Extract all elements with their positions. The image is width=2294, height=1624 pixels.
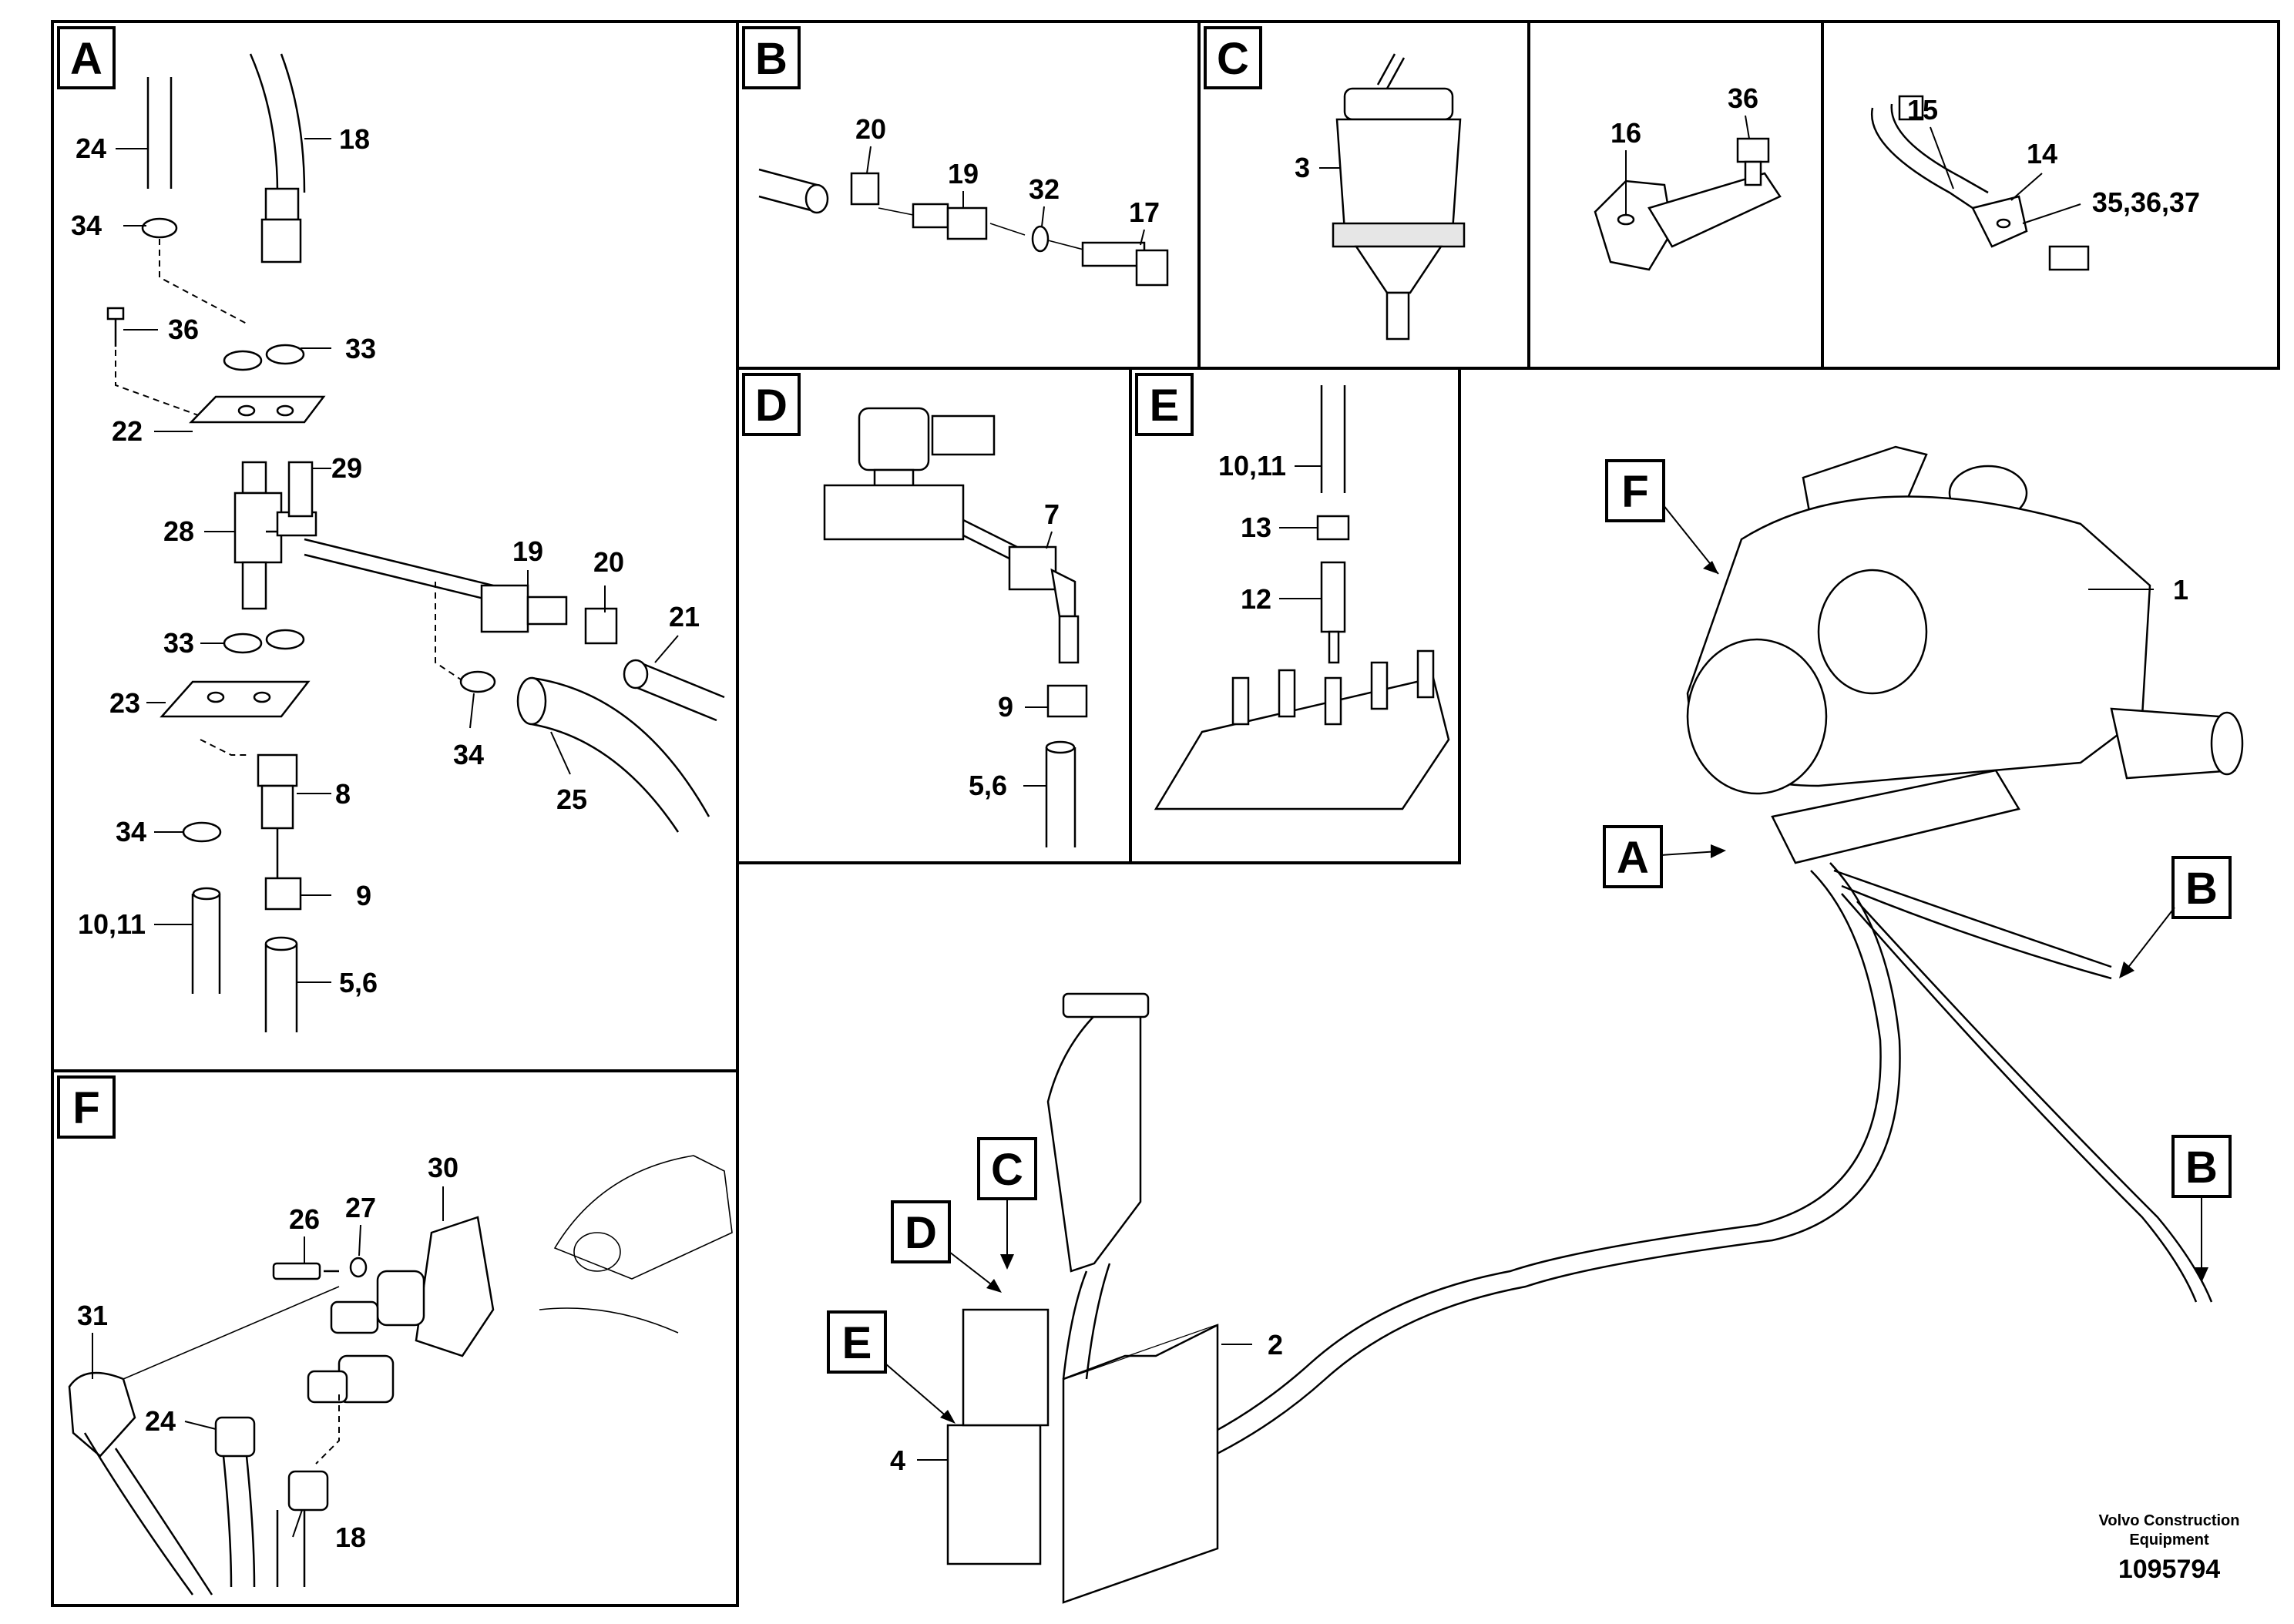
panel-b-letter: B	[755, 34, 788, 84]
panel-e-drawing	[1154, 385, 1450, 810]
panel-c2-drawing	[1594, 137, 1782, 271]
callout-a-9: 9	[356, 880, 371, 911]
panel-a-letter: A	[70, 34, 102, 84]
callouts-panel-c: 3 16 36 15 14 35,36,37	[1295, 82, 2200, 218]
callout-d-7: 7	[1044, 498, 1060, 530]
panel-f-label: F	[57, 1075, 116, 1139]
main-label-d: D	[891, 1200, 1002, 1293]
panel-d-label: D	[742, 373, 801, 436]
main-letter-f: F	[1621, 467, 1648, 517]
panel-c-label: C	[1204, 26, 1262, 89]
callout-a-20: 20	[593, 546, 624, 578]
callout-d-5-6: 5,6	[969, 770, 1007, 801]
callout-f-30: 30	[428, 1152, 458, 1183]
callouts-panel-b: 20 19 32 17	[855, 113, 1160, 228]
callout-a-34c: 34	[116, 816, 146, 847]
footer-company-line2: Equipment	[2129, 1532, 2209, 1549]
main-letter-b-upper: B	[2185, 864, 2218, 914]
main-label-e: E	[827, 1310, 956, 1424]
callouts-panel-e: 10,11 13 12	[1218, 450, 1286, 615]
panel-d-letter: D	[755, 381, 788, 431]
callout-a-33: 33	[345, 333, 376, 364]
callout-main-2: 2	[1268, 1329, 1283, 1361]
footer: Volvo Construction Equipment 1095794	[2099, 1512, 2240, 1584]
main-letter-d: D	[905, 1208, 937, 1258]
callout-main-1: 1	[2173, 574, 2188, 606]
callouts-panel-f: 30 26 27 31 24 18	[77, 1152, 458, 1553]
main-assembly-drawing	[946, 445, 2244, 1604]
main-label-b-upper: B	[2119, 856, 2232, 978]
leader-lines	[92, 115, 2154, 1538]
main-label-b-lower: B	[2171, 1135, 2232, 1283]
callout-c2-36: 36	[1728, 82, 1758, 114]
panel-frames	[51, 20, 2280, 1607]
panel-e-letter: E	[1150, 381, 1180, 431]
callout-e-10-11: 10,11	[1218, 450, 1286, 481]
callout-a-25: 25	[556, 783, 587, 815]
panel-c3-drawing	[1870, 95, 2090, 271]
callout-b-32: 32	[1029, 173, 1060, 205]
callout-c3-15: 15	[1907, 94, 1938, 126]
main-letter-e: E	[842, 1318, 872, 1368]
panel-f-drawing	[68, 1155, 733, 1595]
callout-a-33b: 33	[163, 627, 194, 659]
main-letter-a: A	[1617, 833, 1649, 883]
callout-f-24: 24	[145, 1405, 176, 1437]
callout-a-19: 19	[512, 535, 543, 567]
callout-b-17: 17	[1129, 196, 1160, 228]
footer-drawing-number: 1095794	[2118, 1555, 2220, 1584]
callout-b-19: 19	[948, 158, 979, 190]
panel-c-letter: C	[1217, 34, 1249, 84]
callout-a-24: 24	[76, 133, 106, 164]
callout-a-10-11: 10,11	[78, 908, 146, 940]
callout-f-26: 26	[289, 1203, 320, 1235]
callout-c3-14: 14	[2027, 138, 2057, 169]
callout-f-18: 18	[335, 1522, 366, 1553]
main-label-a: A	[1603, 825, 1726, 888]
main-label-f: F	[1605, 459, 1719, 575]
panel-d-drawing	[823, 407, 1088, 847]
callout-c2-16: 16	[1611, 117, 1641, 149]
callouts-panel-a: 24 18 34 36 33 22 29 28 19 20 21 33 23 3…	[71, 123, 700, 998]
callout-a-21: 21	[669, 601, 700, 632]
panel-e-label: E	[1135, 373, 1194, 436]
callout-a-28: 28	[163, 515, 194, 547]
callout-e-12: 12	[1241, 583, 1271, 615]
callout-a-34: 34	[71, 210, 102, 241]
callout-c-3: 3	[1295, 152, 1310, 183]
callout-a-36: 36	[168, 314, 199, 345]
callout-a-18: 18	[339, 123, 370, 155]
callout-a-34b: 34	[453, 739, 484, 770]
callout-a-5-6: 5,6	[339, 967, 378, 998]
footer-company-line1: Volvo Construction	[2099, 1512, 2240, 1529]
callout-f-27: 27	[345, 1192, 376, 1223]
callout-b-20: 20	[855, 113, 886, 145]
callouts-main: 1 2 4	[890, 574, 2188, 1476]
callout-f-31: 31	[77, 1300, 108, 1331]
callout-c3-35-36-37: 35,36,37	[2092, 186, 2200, 218]
panel-a-label: A	[57, 26, 116, 89]
callout-a-29: 29	[331, 452, 362, 484]
callout-a-22: 22	[112, 415, 143, 447]
callouts-panel-d: 7 9 5,6	[969, 498, 1060, 801]
main-letter-c: C	[991, 1145, 1023, 1195]
panel-a-drawing	[106, 53, 725, 1032]
panel-c-drawing	[1332, 53, 1466, 341]
callout-main-4: 4	[890, 1444, 905, 1476]
callout-a-23: 23	[109, 687, 140, 719]
main-letter-b-lower: B	[2185, 1143, 2218, 1193]
callout-e-13: 13	[1241, 512, 1271, 543]
main-label-c: C	[977, 1137, 1037, 1270]
panel-f-letter: F	[72, 1083, 99, 1133]
panel-b-label: B	[742, 26, 801, 89]
callout-d-9: 9	[998, 691, 1013, 723]
panel-b-drawing	[758, 168, 1169, 287]
callout-a-8: 8	[335, 778, 351, 810]
